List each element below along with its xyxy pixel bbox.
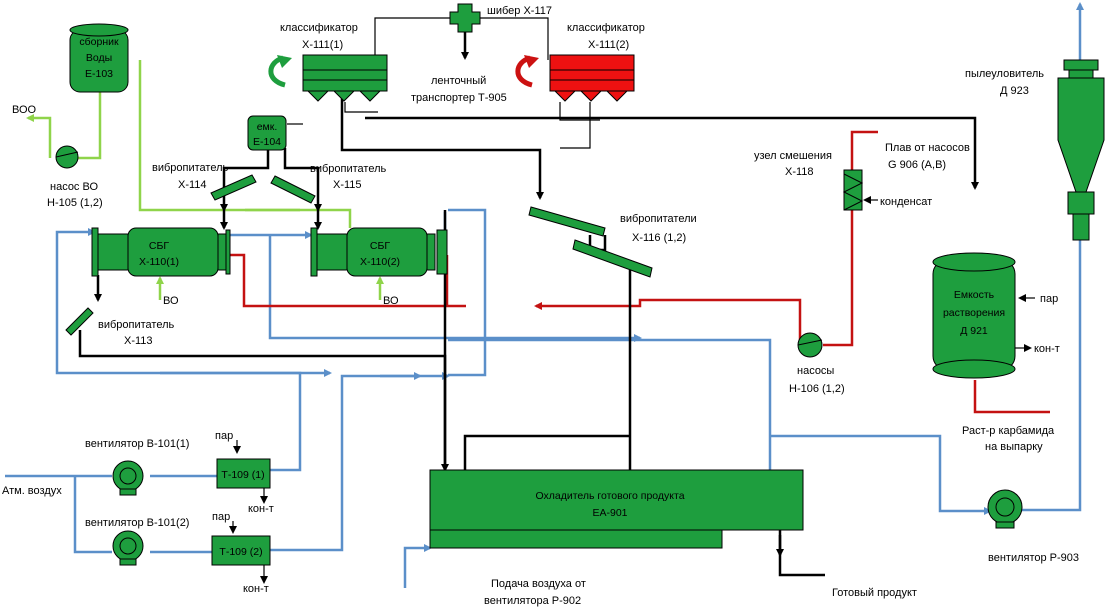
tank-d921-label: Емкость xyxy=(954,289,995,301)
voo-label: ВОО xyxy=(12,104,37,116)
condensate-label: кон-т xyxy=(243,583,269,595)
vibrofeeder-x113-label: вибропитатель xyxy=(98,319,175,331)
urea-solution-label: Раст-р карбамида xyxy=(962,425,1055,437)
tank-e103-label-3: Е-103 xyxy=(85,68,113,80)
granulator-x110-2-label-2: Х-110(2) xyxy=(360,256,400,268)
tank-d921-label-3: Д 921 xyxy=(960,325,988,337)
condensate-label: кон-т xyxy=(1034,343,1060,355)
condensate-label: кон-т xyxy=(248,503,274,515)
granulator-x110-1: СБГ Х-110(1) xyxy=(91,227,231,277)
steam-label: пар xyxy=(215,430,233,442)
fan-b101-2-label: вентилятор В-101(2) xyxy=(85,517,189,529)
vibrofeeder-x115-label-2: Х-115 xyxy=(333,179,362,191)
tank-d921: Емкость растворения Д 921 xyxy=(932,252,1016,379)
vibrofeeder-x116-label-2: Х-116 (1,2) xyxy=(632,232,686,244)
conveyor-t905-label-2: транспортер Т-905 xyxy=(411,92,507,104)
fan-b101-2 xyxy=(112,530,144,566)
classifier-x111-1 xyxy=(302,54,388,102)
air-supply-label-2: вентилятора Р-902 xyxy=(484,595,581,607)
gate-x117-label: шибер Х-117 xyxy=(487,5,552,17)
steam-label: пар xyxy=(212,511,230,523)
heater-t109-2: Т-109 (2) xyxy=(211,535,271,566)
dust-collector-d923-label: пылеуловитель xyxy=(965,68,1044,80)
vibrofeeder-x113 xyxy=(65,307,94,336)
heater-t109-1-label: Т-109 (1) xyxy=(221,469,264,481)
pump-h105 xyxy=(55,145,79,169)
fan-b101-1 xyxy=(112,460,144,496)
tank-e104: емк. Е-104 xyxy=(247,115,287,151)
fan-b101-1-label: вентилятор В-101(1) xyxy=(85,438,189,450)
tank-d921-label-2: растворения xyxy=(943,307,1005,319)
air-lines xyxy=(5,2,1084,588)
tank-e104-label-2: Е-104 xyxy=(253,136,281,148)
granulator-x110-1-label-2: Х-110(1) xyxy=(139,256,179,268)
fan-p903 xyxy=(987,489,1023,529)
atm-air-label: Атм. воздух xyxy=(2,485,62,497)
heater-t109-2-label: Т-109 (2) xyxy=(219,546,262,558)
vibrofeeder-x114 xyxy=(210,174,257,201)
cooler-ea901-label: Охладитель готового продукта xyxy=(535,490,684,502)
vibrofeeder-x115-label: вибропитатель xyxy=(310,163,387,175)
pump-h106 xyxy=(797,332,823,358)
tank-e104-label: емк. xyxy=(257,121,278,133)
vibrofeeder-x113-label-2: Х-113 xyxy=(124,335,153,347)
classifier-x111-2-label: классификатор xyxy=(567,22,645,34)
cooler-ea901: Охладитель готового продукта ЕА-901 xyxy=(429,469,804,549)
pump-h106-label-2: Н-106 (1,2) xyxy=(789,383,845,395)
mixer-x118-label: узел смешения xyxy=(754,150,832,162)
tank-e103: сборник Воды Е-103 xyxy=(69,23,129,93)
classifier-x111-2 xyxy=(549,54,635,102)
granulator-x110-1-label: СБГ xyxy=(149,240,169,252)
cooler-ea901-label-2: ЕА-901 xyxy=(592,507,627,519)
water-label: ВО xyxy=(383,295,399,307)
rotation-icon xyxy=(268,55,292,88)
urea-solution-label-2: на выпарку xyxy=(985,441,1043,453)
pump-h106-label: насосы xyxy=(797,365,834,377)
vibrofeeder-x115 xyxy=(270,175,316,204)
heater-t109-1: Т-109 (1) xyxy=(216,458,271,489)
pump-h105-label-2: Н-105 (1,2) xyxy=(47,197,103,209)
water-lines xyxy=(26,60,384,300)
dust-collector-d923-label-2: Д 923 xyxy=(1000,85,1029,97)
gate-x117 xyxy=(449,3,481,33)
melt-source-label: Плав от насосов xyxy=(885,142,970,154)
vibrofeeder-x116-label: вибропитатели xyxy=(620,213,697,225)
vibrofeeder-x114-label: вибропитатель xyxy=(152,162,229,174)
classifier-x111-2-label-2: Х-111(2) xyxy=(588,39,629,51)
mixer-x118 xyxy=(842,169,864,211)
granulator-x110-2: СБГ Х-110(2) xyxy=(310,227,448,277)
vibrofeeder-x116-1 xyxy=(528,206,606,237)
air-supply-label: Подача воздуха от xyxy=(491,578,586,590)
tank-e103-label-2: Воды xyxy=(86,52,112,64)
conveyor-t905-label: ленточный xyxy=(431,75,486,87)
pump-h105-label: насос ВО xyxy=(50,181,98,193)
condensate-label: конденсат xyxy=(880,196,932,208)
steam-label: пар xyxy=(1040,293,1058,305)
mixer-x118-label-2: Х-118 xyxy=(785,166,814,178)
tank-e103-label: сборник xyxy=(79,36,119,48)
melt-source-label-2: G 906 (А,В) xyxy=(888,159,946,171)
vibrofeeder-x114-label-2: Х-114 xyxy=(178,179,207,191)
product-label: Готовый продукт xyxy=(832,587,917,599)
dust-collector-d923 xyxy=(1057,59,1105,241)
classifier-x111-1-label: классификатор xyxy=(280,22,358,34)
classifier-x111-1-label-2: Х-111(1) xyxy=(302,39,343,51)
rotation-icon xyxy=(515,55,539,88)
granulator-x110-2-label: СБГ xyxy=(370,240,390,252)
water-label: ВО xyxy=(163,295,179,307)
fan-p903-label: вентилятор Р-903 xyxy=(988,552,1079,564)
vibrofeeder-x116-2 xyxy=(572,239,653,278)
